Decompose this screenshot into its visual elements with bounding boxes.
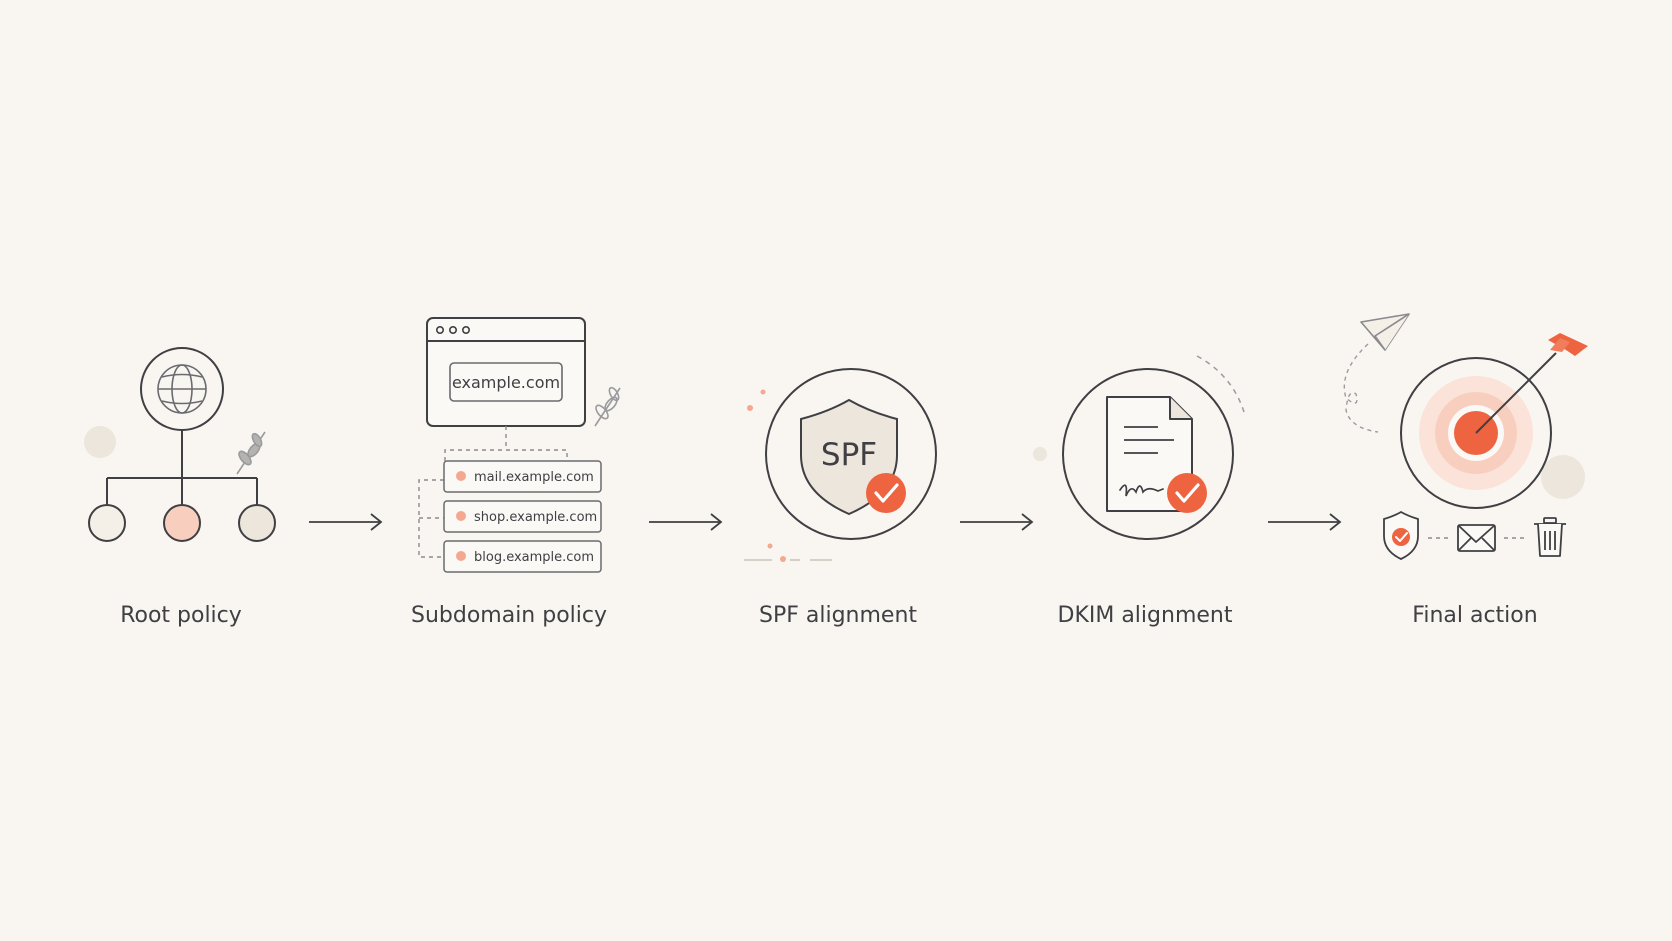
domain-field: [449, 362, 563, 402]
flow-arrow: [960, 513, 1034, 531]
root-policy-node: [84, 347, 276, 542]
svg-text:blog.example.com: blog.example.com: [474, 550, 594, 565]
svg-text:mail.example.com: mail.example.com: [474, 470, 594, 485]
step-label-subdomain: Subdomain policy: [411, 603, 607, 628]
subdomain-item: blog.example.com: [443, 540, 602, 573]
browser-window-icon: example.com: [426, 317, 586, 427]
decor-dot: [84, 426, 116, 458]
flow-arrow: [309, 513, 383, 531]
child-node-center: [163, 504, 201, 542]
decor-dot: [1033, 447, 1047, 461]
final-action-node: [1343, 313, 1588, 560]
svg-text:shop.example.com: shop.example.com: [474, 510, 597, 525]
flow-arrow: [649, 513, 723, 531]
dkim-alignment-node: [1033, 355, 1245, 540]
subdomain-policy-node: example.com mail.example.com shop.ex: [418, 317, 621, 573]
dart-arrow-icon: [1475, 333, 1588, 434]
step-label-final: Final action: [1412, 603, 1537, 628]
child-node-left: [88, 504, 126, 542]
domain-label: example.com: [452, 373, 560, 392]
globe-icon: [140, 347, 224, 431]
action-icons: [1383, 510, 1566, 560]
subdomain-item: shop.example.com: [443, 500, 602, 533]
hierarchy-lines: [106, 430, 258, 505]
subdomain-item: mail.example.com: [443, 460, 602, 493]
child-node-right: [238, 504, 276, 542]
decor-arc: [1196, 355, 1245, 413]
envelope-icon: [1457, 524, 1496, 552]
shield-check-icon: [1383, 510, 1419, 560]
trash-icon: [1534, 517, 1566, 557]
paper-plane-icon: [1360, 313, 1410, 351]
step-labels: Root policy Subdomain policy SPF alignme…: [120, 603, 1538, 628]
dkim-ring: [1062, 368, 1234, 540]
decor-dot: [1541, 455, 1585, 499]
decor-dots: [747, 389, 786, 562]
flow-arrow: [1268, 513, 1342, 531]
dashed-trail: [1343, 343, 1379, 433]
step-label-dkim: DKIM alignment: [1058, 603, 1233, 628]
leaf-sprig-icon: [594, 386, 621, 427]
check-badge-icon: [866, 473, 906, 513]
check-badge-icon: [1167, 473, 1207, 513]
leaf-sprig-icon: [236, 431, 266, 475]
spf-shield-text: SPF: [821, 437, 877, 473]
subdomain-list: mail.example.com shop.example.com blog.e…: [443, 460, 602, 573]
spf-alignment-node: SPF: [744, 368, 937, 562]
step-label-spf: SPF alignment: [759, 603, 917, 628]
dashed-connectors: [418, 426, 568, 558]
spf-ring: [765, 368, 937, 540]
signature-icon: [1119, 484, 1164, 497]
step-label-root: Root policy: [120, 603, 242, 628]
